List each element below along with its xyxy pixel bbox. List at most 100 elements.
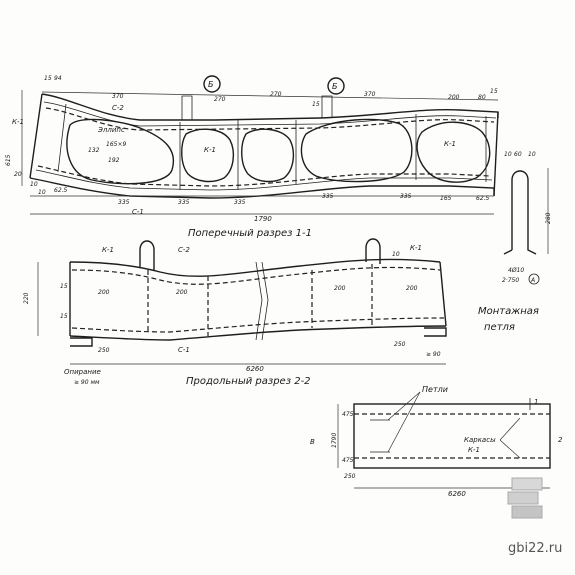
watermark-logo (507, 477, 543, 519)
left-dim-2: 10 (30, 181, 38, 188)
slab-left-end (29, 93, 43, 179)
top-dim-2: 370 (112, 93, 124, 100)
top-dim-0: 15 (44, 75, 52, 82)
top-dim-6: 200 (448, 94, 460, 101)
cross-section-title: Поперечный разрез 1-1 (188, 228, 312, 239)
plan-loops-leader-1 (387, 391, 421, 421)
long-section-title: Продольный разрез 2-2 (186, 376, 311, 387)
bottom-dim-2: 335 (118, 199, 130, 206)
plan-width: 1790 (331, 433, 338, 448)
bottom-dim-6: 335 (400, 193, 412, 200)
void-ellipse-1 (66, 118, 175, 185)
support-value: ≥ 90 мм (74, 379, 100, 386)
long-inner-dim-0: 200 (98, 289, 110, 296)
bottom-dim-8: 62.5 (476, 195, 490, 202)
long-small-dim-2: 10 (392, 251, 400, 258)
plan-section-mark-1: 1 (534, 398, 538, 406)
axis-label-b-1: Б (208, 80, 214, 89)
slab-top-edge (41, 93, 499, 121)
loop-bar-2: 2·750 (502, 277, 519, 284)
label-k1-mid: К-1 (204, 146, 216, 154)
plan-left-mark: В (310, 438, 315, 446)
label-ellipse: Эллипс (97, 126, 125, 134)
long-label-k1-left: К-1 (102, 246, 114, 254)
long-inner-dim-2: 200 (334, 285, 346, 292)
slab-top-inner (43, 101, 497, 127)
slab-right-end (493, 111, 499, 197)
label-c2: С-2 (112, 104, 124, 112)
loop-foot-left (503, 249, 513, 255)
cross-loop-right (321, 95, 333, 118)
support-left (70, 337, 93, 347)
bottom-dim-3: 335 (178, 199, 190, 206)
plan-view: Петли Каркасы К-1 1 2 В 1790 475 475 250… (310, 385, 563, 498)
lifting-loop-detail: 10 60 10 280 4Ø10 2·750 А Монтажная петл… (478, 151, 552, 333)
right-support-value: ≥ 90 (426, 351, 441, 358)
loop-bar: 4Ø10 (508, 267, 524, 274)
long-section-2-2: 220 200 200 200 200 250 250 15 15 10 626… (23, 238, 447, 387)
loop-title-2: петля (484, 322, 515, 333)
long-label-k1-right: К-1 (410, 244, 422, 252)
bottom-dim-1: 62.5 (54, 187, 68, 194)
slab-bottom-inner (35, 169, 493, 191)
label-132: 132 (88, 147, 100, 154)
label-small-15: 15 (312, 101, 320, 108)
plan-frames-label-1: Каркасы (464, 436, 496, 444)
frame-line-1 (57, 103, 67, 173)
long-loop-left (139, 240, 155, 270)
plan-end-dim-1: 475 (342, 457, 354, 464)
loop-dim-3: 280 (545, 212, 552, 224)
top-dim-5: 370 (364, 91, 376, 98)
support-right (424, 327, 447, 337)
top-dimension-line (41, 91, 499, 101)
cross-section-1-1: Б Б 15 94 370 270 270 370 200 80 15 615 … (5, 75, 499, 239)
long-break-mark-2 (261, 261, 269, 341)
rebar-c2 (45, 107, 495, 131)
label-k1-left: К-1 (12, 118, 24, 126)
axis-marker-b-2 (327, 77, 345, 95)
long-label-c2: С-2 (178, 246, 190, 254)
left-dim-0: 615 (5, 154, 12, 166)
long-inner-dim-3: 200 (406, 285, 418, 292)
top-dim-3: 270 (214, 96, 226, 103)
bottom-dim-0: 10 (38, 189, 46, 196)
top-dim-7: 80 (478, 94, 486, 101)
loop-bar-class: А (530, 277, 535, 284)
plan-frames-leader-2 (499, 439, 521, 459)
rebar-c1 (37, 165, 491, 187)
label-k1-right: К-1 (444, 140, 456, 148)
loop-bar-class-circle (528, 273, 540, 285)
long-length: 6260 (246, 365, 264, 373)
long-rebar-c1 (71, 317, 445, 333)
loop-shape (511, 170, 537, 255)
plan-loops-label: Петли (422, 385, 448, 394)
void-4 (300, 118, 413, 183)
long-end-dim-1: 250 (394, 341, 406, 348)
axis-label-b-2: Б (332, 82, 338, 91)
top-dim-4: 270 (270, 91, 282, 98)
label-c1: С-1 (132, 208, 144, 216)
plan-end-dim-0: 475 (342, 411, 354, 418)
long-break-mark (255, 261, 263, 341)
label-192: 192 (108, 157, 120, 164)
bottom-dim-4: 335 (234, 199, 246, 206)
top-dim-1: 94 (54, 75, 62, 82)
plan-frames-label-2: К-1 (468, 446, 480, 454)
long-right-end (439, 261, 447, 327)
left-dim-1: 20 (14, 171, 22, 178)
slab-bottom-edge (29, 177, 495, 199)
label-ellipse-dims: 165×9 (106, 141, 126, 148)
void-2 (181, 128, 235, 183)
plan-loops-leader-2 (387, 391, 421, 453)
plan-end-dim-2: 250 (344, 473, 356, 480)
total-width: 1790 (254, 215, 272, 223)
long-loop-right (365, 238, 381, 264)
long-height: 220 (23, 292, 30, 304)
plan-section-mark-2: 2 (558, 436, 563, 444)
long-inner-dim-1: 200 (176, 289, 188, 296)
cross-loop-left (181, 95, 193, 120)
support-label: Опирание (64, 368, 101, 376)
void-3 (241, 128, 295, 183)
long-small-dim-1: 15 (60, 313, 68, 320)
long-small-dim-0: 15 (60, 283, 68, 290)
